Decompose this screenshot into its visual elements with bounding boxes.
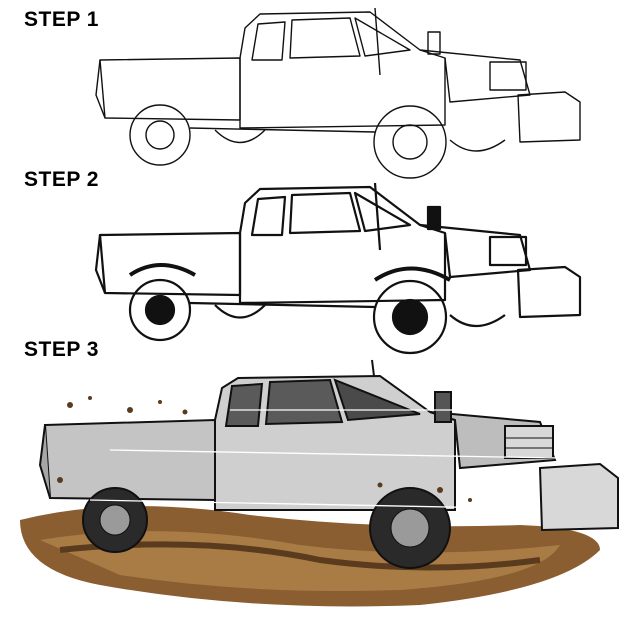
weight-block-icon [517, 91, 581, 143]
exhaust-stack-icon [427, 31, 441, 55]
truck-cab [239, 11, 446, 129]
step-1-truck-drawing [95, 7, 581, 179]
step-2-truck-drawing [94, 182, 582, 355]
step-1-label: STEP 1 [24, 8, 99, 31]
weight-block-icon [538, 462, 619, 532]
truck-bed [99, 57, 241, 121]
rear-tire-icon [129, 104, 191, 166]
step-3-truck-colored [20, 359, 619, 607]
step-3-label: STEP 3 [24, 338, 99, 361]
front-tire-icon [373, 105, 447, 179]
step-2-label: STEP 2 [24, 168, 99, 191]
